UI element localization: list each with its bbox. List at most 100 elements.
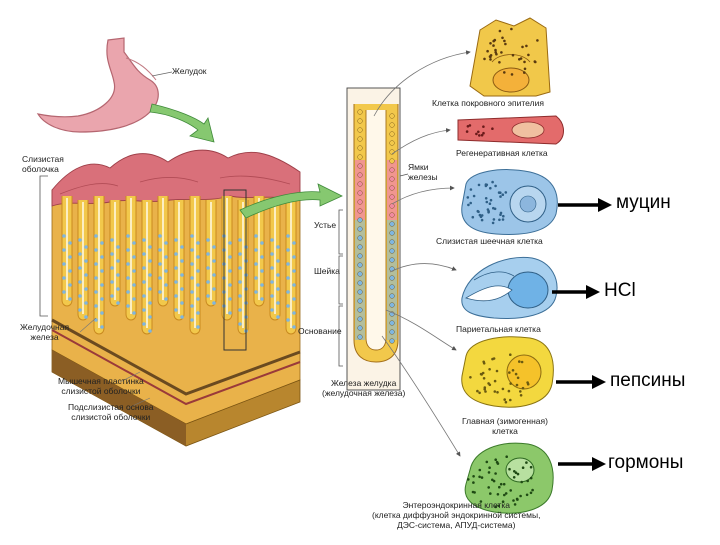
arrow-stomach-to-block [149, 103, 215, 143]
gland-cell-dot [68, 241, 72, 245]
granule [496, 462, 500, 465]
granule [483, 386, 487, 389]
gland-cell-dot [62, 290, 66, 294]
granule [529, 476, 533, 480]
gland-cell-dot [260, 241, 264, 245]
gland-cell-dot [148, 287, 152, 291]
gland-cell-dot [286, 290, 290, 294]
granule [513, 503, 517, 506]
granule [469, 201, 473, 205]
gland-cell-dot [270, 308, 274, 312]
granule [484, 197, 488, 200]
gland-cell-dot [254, 248, 258, 252]
gland-cell-dot [62, 248, 66, 252]
gland-cell-dot [174, 266, 178, 270]
gland-cell-dot [270, 252, 274, 256]
gland-cell-dot [164, 283, 168, 287]
granule [523, 67, 527, 71]
label-mucosa: Слизистая оболочка [22, 154, 64, 174]
gland-nucleus [389, 221, 395, 227]
gland-cell-dot [100, 269, 104, 273]
gland-cell-dot [110, 252, 114, 256]
gland-cell-dot [260, 269, 264, 273]
gland-cell-dot [62, 276, 66, 280]
gland-cell-dot [292, 311, 296, 315]
gland-nucleus [357, 190, 363, 196]
granule [488, 466, 491, 470]
granule [469, 188, 473, 191]
granule [482, 131, 485, 135]
gland-cell-dot [62, 234, 66, 238]
label-neck: Шейка [314, 266, 340, 276]
gland-nucleus [389, 302, 395, 308]
granule [472, 475, 475, 478]
granule [536, 39, 539, 42]
granule [509, 398, 512, 402]
gland-nucleus [357, 199, 363, 205]
granule [487, 211, 490, 214]
granule [492, 479, 496, 483]
gland-cell-dot [238, 238, 242, 242]
granule [510, 27, 513, 31]
granule [478, 134, 481, 137]
label-base: Основание [298, 326, 342, 336]
granule [501, 218, 505, 221]
gland-cell-dot [212, 245, 216, 249]
granule [487, 382, 490, 385]
granule [489, 186, 492, 190]
gland-nucleus [357, 325, 363, 331]
granule [486, 49, 489, 53]
granule [501, 387, 505, 391]
granule [520, 480, 523, 484]
gland-nucleus [389, 203, 395, 209]
gland-cell-dot [270, 238, 274, 242]
granule [487, 471, 491, 474]
granule [502, 482, 506, 486]
granule [489, 54, 493, 57]
gland-cell-dot [132, 297, 136, 301]
gland-cell-dot [94, 262, 98, 266]
granule [515, 383, 519, 387]
label-chief-cell: Главная (зимогенная) клетка [462, 416, 548, 436]
gland-nucleus [357, 244, 363, 250]
gland-nucleus [357, 280, 363, 286]
gland-cell-dot [292, 325, 296, 329]
gland-nucleus [357, 118, 363, 124]
granule [467, 478, 470, 481]
gland-nucleus [357, 127, 363, 133]
gland-cell-dot [180, 287, 184, 291]
gland-cell-dot [292, 283, 296, 287]
gland-cell-dot [110, 238, 114, 242]
gland-cell-dot [238, 294, 242, 298]
gland-cell-dot [212, 301, 216, 305]
granule [509, 489, 512, 492]
gland-cell-dot [132, 269, 136, 273]
gland-cell-dot [68, 255, 72, 259]
granule [493, 379, 497, 383]
granule [480, 218, 484, 222]
gland-cell-dot [238, 322, 242, 326]
gland-cell-dot [100, 255, 104, 259]
gland-nucleus [357, 289, 363, 295]
gland-nucleus [389, 284, 395, 290]
gland-nucleus [357, 226, 363, 232]
granule [494, 472, 497, 475]
gland-cell-dot [148, 315, 152, 319]
granule [475, 132, 478, 136]
gland-cell-dot [78, 294, 82, 298]
granule [480, 476, 484, 479]
gland-cell-dot [286, 318, 290, 322]
gland-cell-dot [126, 234, 130, 238]
granule [495, 369, 499, 373]
gland-nucleus [357, 208, 363, 214]
granule [485, 460, 489, 464]
granule [514, 372, 518, 376]
granule [477, 183, 481, 187]
gland-cell-dot [84, 259, 88, 263]
granule [494, 48, 497, 52]
gland-cell-dot [254, 276, 258, 280]
gland-cell-dot [276, 287, 280, 291]
gland-cell-dot [196, 325, 200, 329]
label-muscularis: Мышечная пластинка слизистой оболочки [58, 376, 144, 396]
granule [468, 124, 472, 127]
